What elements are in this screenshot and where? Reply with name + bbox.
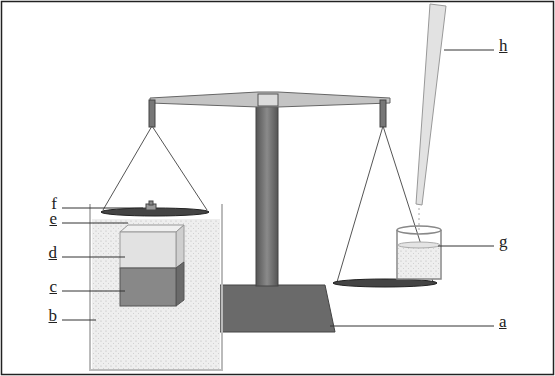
callout-letter: c <box>48 278 58 295</box>
callout-letter: e <box>48 210 58 227</box>
callout-letter: d <box>48 244 59 261</box>
callout-letter: a <box>498 313 508 330</box>
callout-letter: b <box>48 307 59 324</box>
callout-letter: g <box>498 233 509 250</box>
callout-letter: h <box>498 37 509 54</box>
